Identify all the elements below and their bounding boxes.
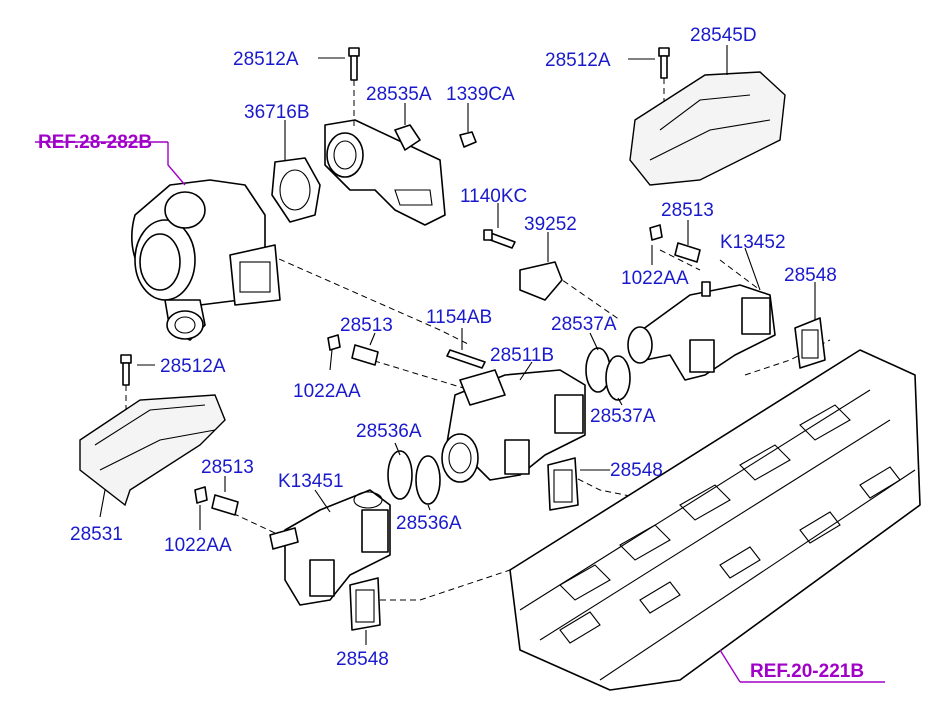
label-28513-low: 28513 — [201, 457, 254, 478]
sleeve-mid — [327, 334, 379, 366]
gasket-28548-bottom — [349, 577, 381, 631]
gasket-36716b — [271, 157, 321, 223]
label-28512a-left: 28512A — [160, 356, 226, 377]
heat-shield-28545d — [629, 71, 786, 186]
label-28548-bottom: 28548 — [336, 649, 389, 670]
part-labels: 28512A 28535A 1339CA 28512A 28545D 36716… — [38, 25, 864, 682]
heat-shield-28531 — [79, 394, 226, 507]
manifold-k13451 — [269, 489, 391, 606]
rings-28536a — [387, 450, 441, 505]
label-28536a-bottom: 28536A — [396, 513, 462, 534]
label-28537a-top: 28537A — [551, 314, 617, 335]
manifold-k13452 — [627, 281, 776, 381]
sleeve-right — [649, 224, 701, 263]
label-1022aa-low: 1022AA — [164, 535, 232, 556]
manifold-28511b — [441, 369, 586, 483]
label-28545d: 28545D — [690, 25, 757, 46]
label-28513-mid: 28513 — [340, 315, 393, 336]
bolt-1140kc — [483, 229, 516, 249]
label-28511b: 28511B — [490, 345, 554, 366]
label-ref-20-221b: REF.20-221B — [750, 661, 864, 682]
label-39252: 39252 — [524, 214, 577, 235]
leader-lines — [35, 45, 885, 683]
label-1339ca: 1339CA — [446, 84, 515, 105]
label-28512a-right: 28512A — [545, 50, 611, 71]
stud-1154ab — [446, 349, 486, 369]
label-k13452: K13452 — [720, 232, 786, 253]
label-1154ab: 1154AB — [426, 307, 492, 328]
bracket-39252 — [519, 261, 563, 301]
label-28535a: 28535A — [366, 84, 432, 105]
cylinder-head — [509, 349, 921, 691]
bolt-left — [120, 354, 132, 430]
label-k13451: K13451 — [278, 471, 344, 492]
rings-28537a — [585, 347, 631, 401]
label-36716b: 36716B — [244, 102, 310, 123]
label-28531: 28531 — [70, 524, 123, 545]
label-28513-right: 28513 — [661, 200, 714, 221]
label-28548-right: 28548 — [784, 265, 837, 286]
label-1140kc: 1140KC — [460, 186, 527, 207]
elbow-28535a — [324, 119, 446, 226]
label-ref-28-282b: REF.28-282B — [38, 132, 152, 153]
sleeve-low — [194, 486, 239, 516]
bolt-top — [348, 47, 360, 130]
label-28536a-top: 28536A — [356, 421, 422, 442]
label-28548-mid: 28548 — [610, 460, 663, 481]
label-28537a-bottom: 28537A — [590, 406, 656, 427]
label-1022aa-mid: 1022AA — [293, 381, 361, 402]
label-1022aa-right: 1022AA — [621, 268, 689, 289]
gasket-28548-mid — [547, 457, 579, 511]
turbocharger — [131, 179, 281, 341]
nut-1339ca — [459, 131, 477, 148]
label-28512a-top: 28512A — [233, 49, 299, 70]
gasket-28548-right — [794, 317, 826, 369]
